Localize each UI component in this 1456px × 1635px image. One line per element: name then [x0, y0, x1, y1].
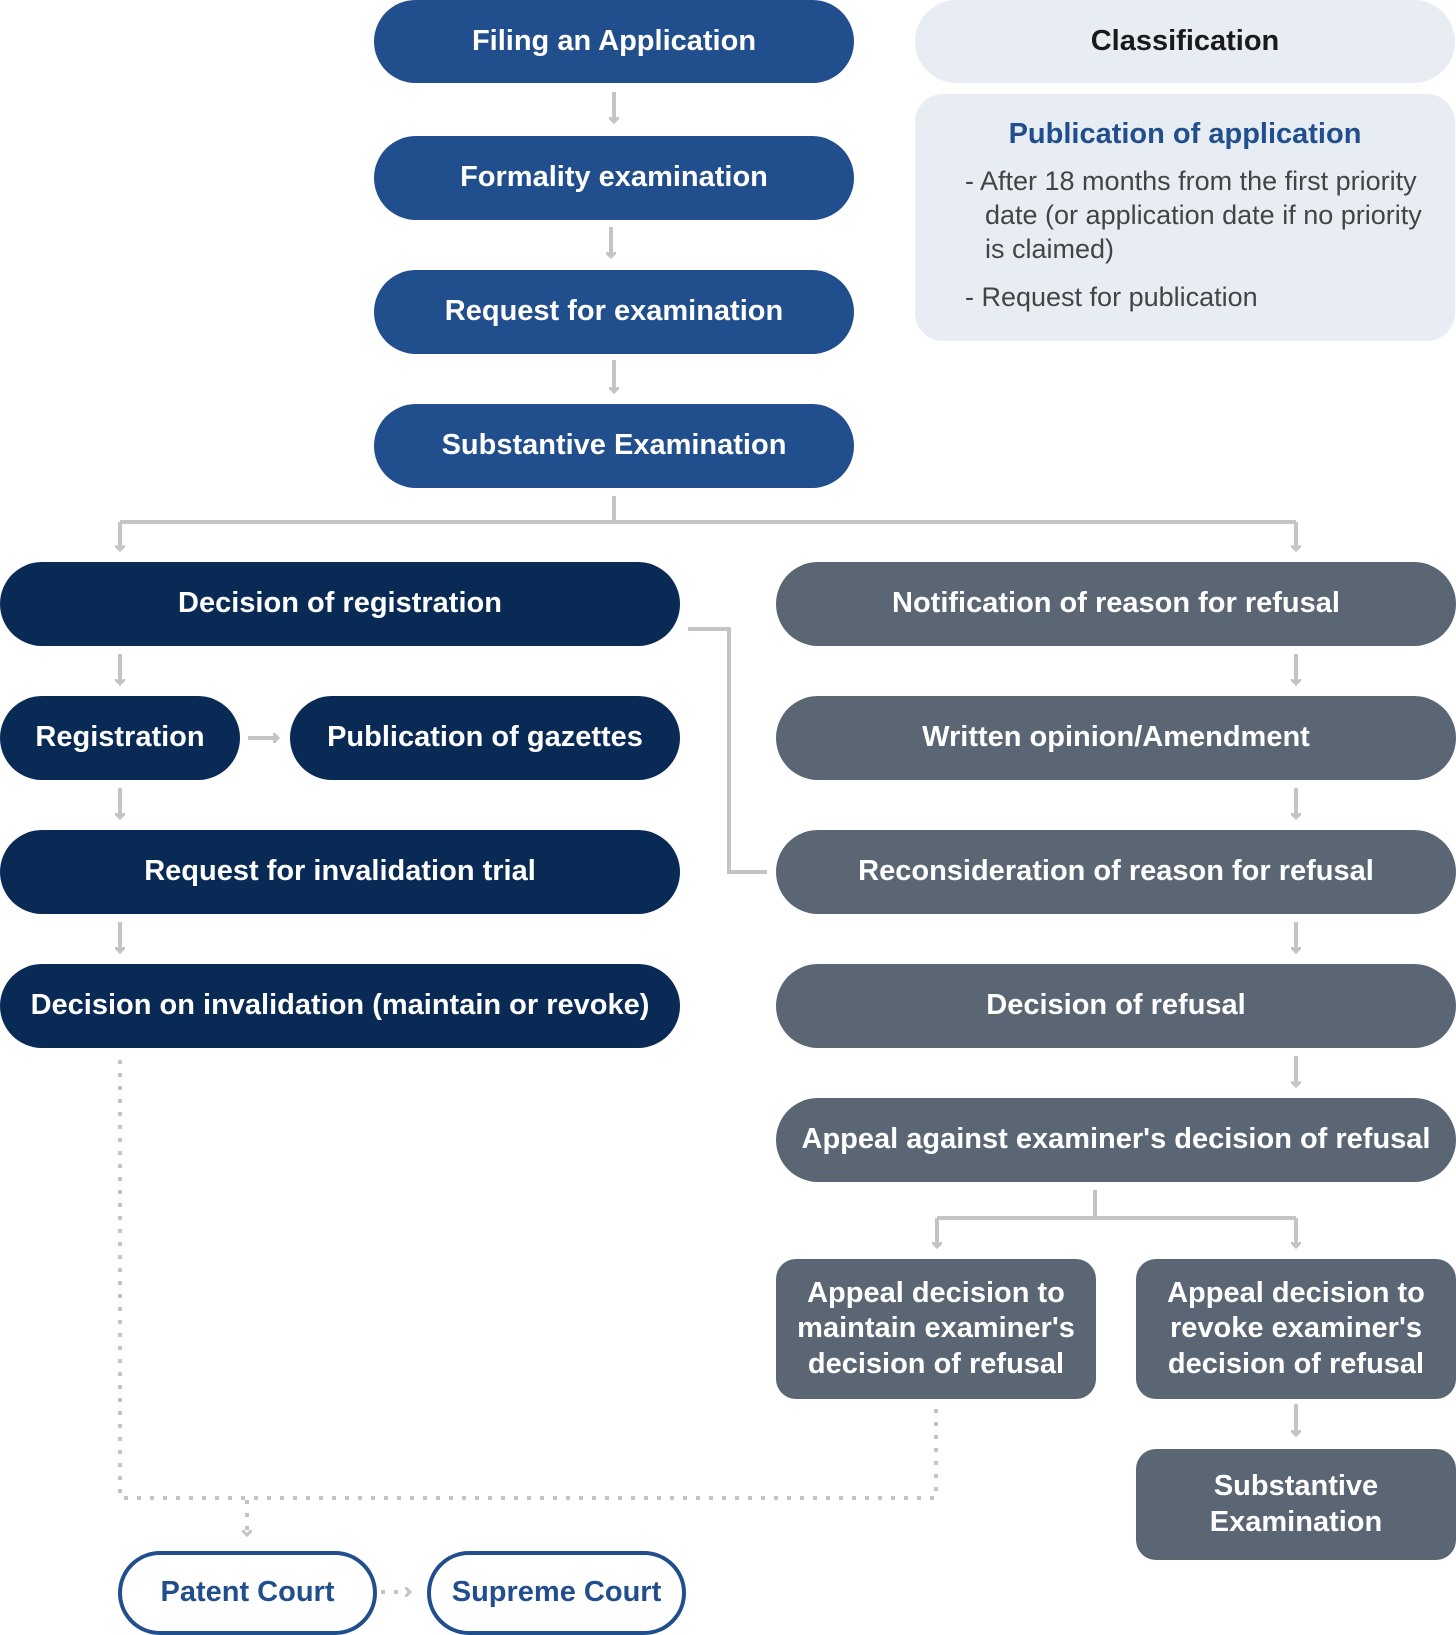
reconsideration-link [688, 627, 767, 874]
publication-item: - Request for publication [965, 282, 1258, 312]
reconsideration-box: Reconsideration of reason for refusal [776, 830, 1456, 914]
dotted-link-left [118, 1060, 938, 1500]
supreme-court-box: Supreme Court [427, 1551, 686, 1635]
request-invalidation-box: Request for invalidation trial [0, 830, 680, 914]
substantive-examination-box: Substantive Examination [374, 404, 854, 488]
split-connector [120, 496, 1296, 524]
patent-court-box: Patent Court [118, 1551, 377, 1635]
written-opinion-box: Written opinion/Amendment [776, 696, 1456, 780]
appeal-revoke-box: Appeal decision to revoke examiner's dec… [1136, 1259, 1456, 1399]
formality-examination-box: Formality examination [374, 136, 854, 220]
publication-item: - After 18 months from the first priorit… [965, 166, 1422, 264]
decision-registration-box: Decision of registration [0, 562, 680, 646]
registration-box: Registration [0, 696, 240, 780]
classification-panel: Publication of application - After 18 mo… [915, 94, 1455, 341]
substantive-again-box: Substantive Examination [1136, 1449, 1456, 1560]
appeal-split [937, 1190, 1296, 1220]
request-examination-box: Request for examination [374, 270, 854, 354]
classification-header: Classification [915, 0, 1455, 83]
appeal-refusal-box: Appeal against examiner's decision of re… [776, 1098, 1456, 1182]
notification-refusal-box: Notification of reason for refusal [776, 562, 1456, 646]
decision-invalidation-box: Decision on invalidation (maintain or re… [0, 964, 680, 1048]
publication-gazettes-box: Publication of gazettes [290, 696, 680, 780]
filing-application-box: Filing an Application [374, 0, 854, 83]
publication-title: Publication of application [1008, 118, 1362, 150]
appeal-maintain-box: Appeal decision to maintain examiner's d… [776, 1259, 1096, 1399]
decision-refusal-box: Decision of refusal [776, 964, 1456, 1048]
